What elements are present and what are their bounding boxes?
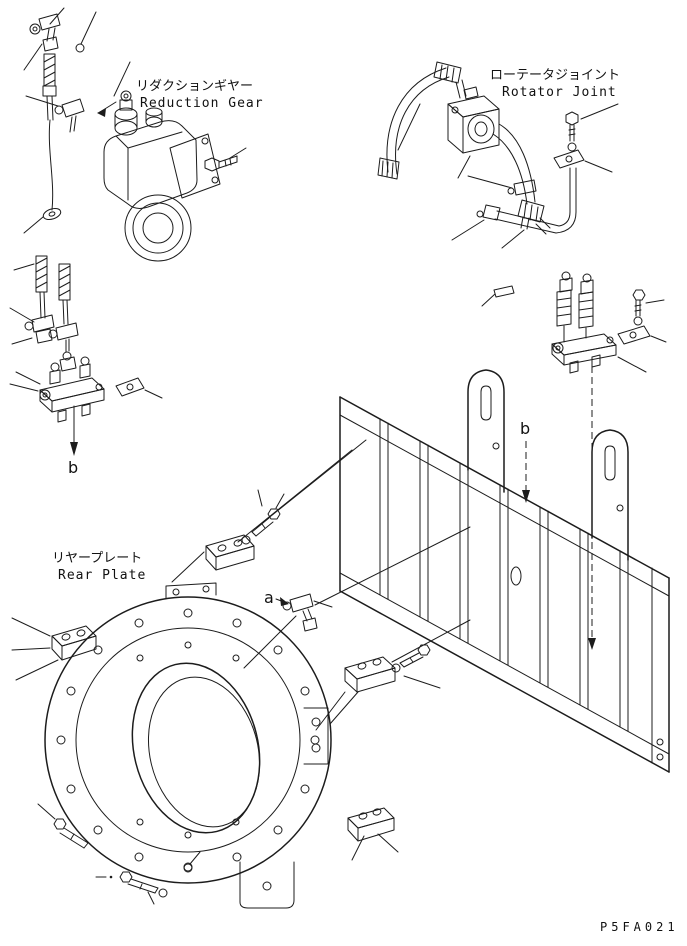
spacer-block-center: [329, 644, 441, 725]
marker-b-left: b: [68, 458, 78, 477]
marker-a: a: [264, 588, 274, 607]
backrest-frame: [339, 396, 670, 773]
bolt-bottom-center: [95, 851, 201, 905]
label-reduction-gear: リダクションギヤー Reduction Gear: [97, 79, 264, 117]
rotator-hose-upper: [377, 61, 467, 180]
hose-assembly-left: [23, 53, 85, 234]
rotator-fitting-stack: [481, 271, 594, 343]
marker-b-right: b: [520, 419, 530, 438]
rotator-hose-lower: [492, 123, 551, 235]
elbow-fitting: [29, 13, 85, 53]
reduction-gear-label-en: Reduction Gear: [140, 96, 264, 111]
fitting-a: [243, 593, 333, 669]
spacer-block-bottom: [347, 807, 399, 861]
bolt-bottom-left: [37, 803, 89, 849]
label-rotator-joint: ローテータジョイント Rotator Joint: [490, 68, 620, 100]
spacer-block-top: [205, 489, 285, 571]
manifold-block-right: [551, 333, 647, 374]
reduction-gear-unit: [103, 90, 247, 262]
hook-bracket-right: [591, 429, 629, 561]
rotator-joint-label-en: Rotator Joint: [502, 85, 617, 100]
rear-plate-label-en: Rear Plate: [58, 568, 146, 583]
rotator-joint-block: [447, 86, 500, 179]
manifold-block-left: [9, 356, 105, 423]
misc-leader-lines: [171, 439, 471, 731]
label-rear-plate: リヤープレート Rear Plate: [52, 551, 146, 583]
rear-plate-label-jp: リヤープレート: [52, 551, 142, 566]
rotator-joint-label-jp: ローテータジョイント: [490, 68, 620, 83]
spacer-block-left: [11, 617, 97, 681]
marker-a-group: a: [264, 588, 289, 607]
drawing-code: P5FA021: [600, 920, 679, 934]
marker-b-right-group: b: [520, 419, 530, 503]
fitting-column-left: [9, 255, 79, 385]
flow-arrow-b-left: b: [68, 405, 78, 477]
rear-plate: [44, 582, 332, 909]
hook-bracket-left: [467, 369, 505, 493]
rotator-pipe-assembly: [451, 103, 619, 249]
clamp-plate-left: [115, 377, 163, 399]
reduction-gear-label-jp: リダクションギヤー: [136, 79, 253, 94]
bolt-and-clamp-right: [617, 289, 667, 345]
